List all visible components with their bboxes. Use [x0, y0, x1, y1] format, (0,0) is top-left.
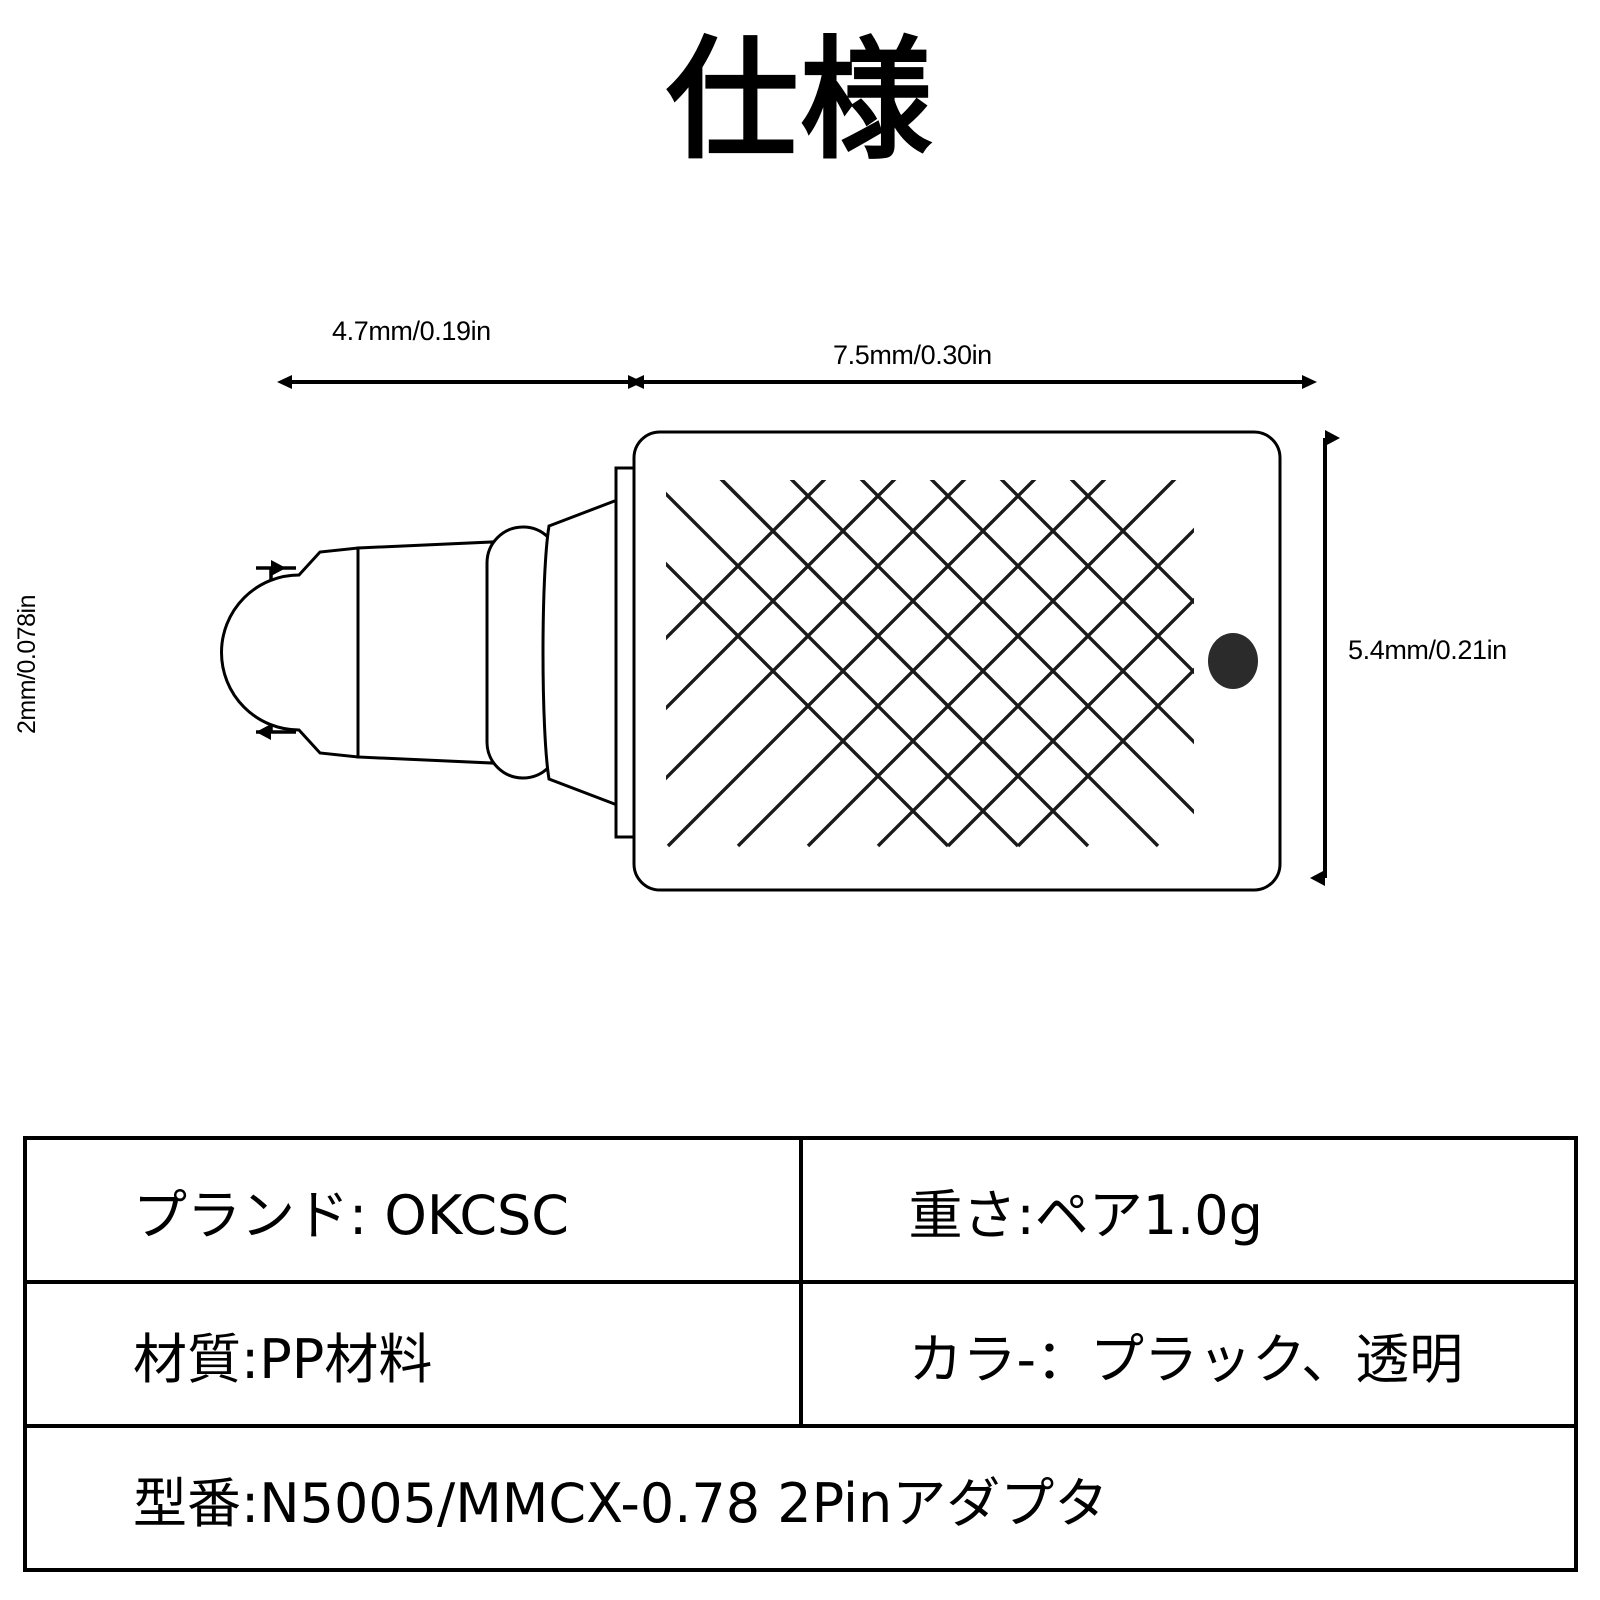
spec-weight-text: 重さ:ペア1.0g: [908, 1183, 1263, 1247]
spec-color-text: カラ-：プラック、透明: [908, 1327, 1464, 1391]
spec-cell-color: カラ-：プラック、透明: [798, 1280, 1578, 1428]
spec-material-text: 材質:PP材料: [133, 1327, 433, 1391]
pin-tip-taper: [220, 546, 360, 759]
spec-brand-text: プランド: OKCSC: [133, 1183, 570, 1247]
dimension-label-body-length: 7.5mm/0.30in: [833, 340, 992, 370]
product-dimension-diagram: 4.7mm/0.19in 7.5mm/0.30in 5.4mm/0.21in 2…: [0, 230, 1600, 1090]
dimension-label-connector-length: 4.7mm/0.19in: [332, 316, 491, 346]
spec-model-number-text: 型番:N5005/MMCX-0.78 2Pinアダプタ: [133, 1471, 1109, 1535]
main-body-housing: [632, 430, 1282, 892]
page-title: 仕様: [666, 24, 934, 178]
spec-cell-weight: 重さ:ペア1.0g: [798, 1136, 1578, 1284]
knurl-crosshatch-pattern: [666, 480, 1194, 848]
pin-barrel: [356, 540, 494, 765]
flange: [541, 494, 627, 811]
table-row: プランド: OKCSC 重さ:ペア1.0g: [23, 1136, 1578, 1284]
socket-port-hole: [1208, 633, 1258, 689]
spec-cell-model-number: 型番:N5005/MMCX-0.78 2Pinアダプタ: [23, 1424, 1578, 1572]
dimension-label-pin-diameter: 2mm/0.078in: [13, 594, 42, 735]
table-row: 材質:PP材料 カラ-：プラック、透明: [23, 1280, 1578, 1428]
dimension-drawing-svg: [220, 375, 1340, 892]
specification-table: プランド: OKCSC 重さ:ペア1.0g 材質:PP材料 カラ-：プラック、透…: [23, 1136, 1578, 1572]
table-row: 型番:N5005/MMCX-0.78 2Pinアダプタ: [23, 1424, 1578, 1572]
spec-cell-brand: プランド: OKCSC: [23, 1136, 803, 1284]
dimension-label-body-height: 5.4mm/0.21in: [1348, 635, 1507, 665]
spec-cell-material: 材質:PP材料: [23, 1280, 803, 1428]
